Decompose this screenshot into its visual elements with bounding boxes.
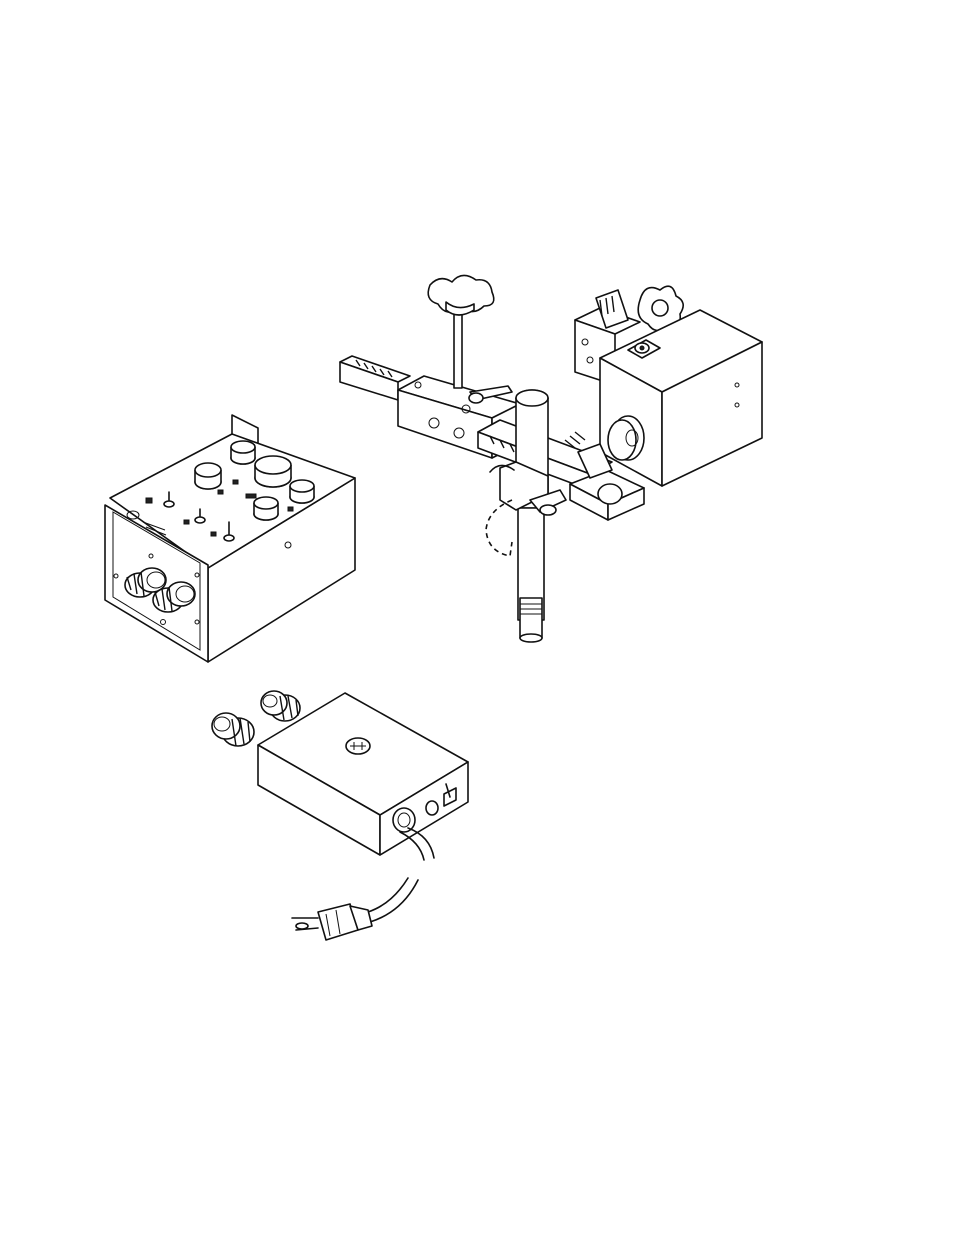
cord <box>368 878 418 922</box>
connector-icon[interactable] <box>212 713 254 746</box>
oscillator-assembly <box>565 286 762 520</box>
connector-icon[interactable] <box>261 691 300 721</box>
torch-body <box>516 390 548 642</box>
torch-manipulator <box>340 275 762 642</box>
star-knob-icon[interactable] <box>428 275 494 388</box>
push-button[interactable] <box>426 801 438 815</box>
power-cord-plug <box>292 878 418 940</box>
controller-knob-1[interactable] <box>195 463 221 489</box>
power-supply-box <box>212 691 468 860</box>
cable-gland <box>393 808 415 832</box>
controller-knob-2[interactable] <box>231 441 255 464</box>
rotation-arrow-icon <box>486 500 512 556</box>
controller-large-knob[interactable] <box>255 456 291 487</box>
plug-icon <box>292 904 372 940</box>
weld-controller <box>105 415 355 662</box>
logo-badge <box>346 738 370 754</box>
controller-knob-3[interactable] <box>290 480 314 503</box>
controller-knob-4[interactable] <box>254 497 278 520</box>
